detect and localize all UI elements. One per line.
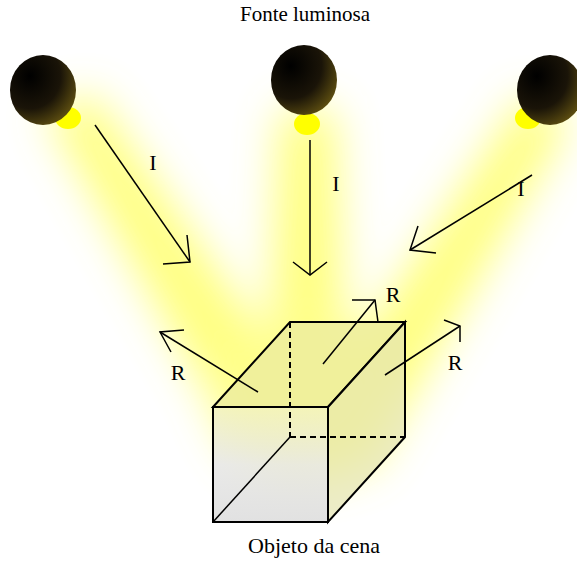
reflected-label: R — [386, 284, 401, 306]
object-caption: Objeto da cena — [200, 535, 428, 557]
light-sources — [10, 45, 577, 135]
incident-arrows — [95, 125, 532, 275]
cube — [213, 322, 405, 522]
reflected-arrows — [160, 300, 460, 392]
incident-label: I — [517, 178, 524, 200]
incident-label: I — [149, 152, 156, 174]
reflected-label: R — [171, 362, 186, 384]
incident-label: I — [332, 173, 339, 195]
reflected-label: R — [448, 352, 463, 374]
scene-object: Objeto da cena — [200, 320, 428, 559]
title-label: Fonte luminosa — [240, 4, 370, 25]
